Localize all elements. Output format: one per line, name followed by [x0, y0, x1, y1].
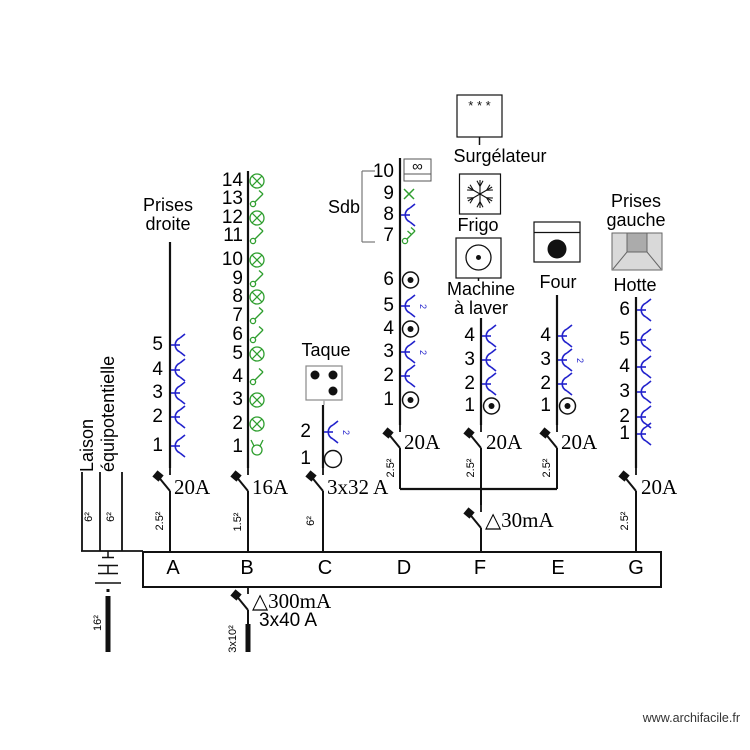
ceiling-light-point-icon	[401, 271, 420, 289]
oven-icon	[533, 221, 581, 263]
washing-machine-icon	[455, 237, 502, 281]
socket-outlet-icon	[637, 355, 652, 379]
socket-outlet-icon	[637, 405, 652, 429]
switch-icon	[249, 368, 264, 386]
svg-text:* * *: * * *	[468, 98, 490, 113]
heater-icon: ∞	[403, 158, 432, 182]
ceiling-light-point-icon	[401, 320, 420, 338]
socket-outlet-icon	[401, 364, 416, 388]
switch-icon	[249, 307, 264, 325]
svg-text:2: 2	[575, 358, 585, 363]
cable-outlet-icon	[323, 449, 343, 469]
lamp-icon	[249, 392, 265, 408]
socket-outlet-icon	[637, 298, 652, 322]
socket-outlet-icon	[171, 434, 186, 458]
ceiling-light-point-icon	[401, 391, 420, 409]
svg-text:2: 2	[418, 304, 428, 309]
breaker-G-icon	[618, 468, 637, 492]
rcd-30ma-icon	[463, 505, 482, 529]
breaker-A-icon	[152, 468, 171, 492]
lamp-icon	[249, 289, 265, 305]
fridge-icon	[458, 173, 502, 215]
socket-outlet-double-icon: 2	[401, 294, 428, 318]
breaker-B-icon	[230, 468, 249, 492]
socket-outlet-icon	[482, 348, 497, 372]
svg-text:2: 2	[341, 430, 351, 435]
socket-outlet-icon	[171, 405, 186, 429]
light-x-icon	[403, 188, 415, 200]
lamp-icon	[249, 416, 265, 432]
bus-bar	[142, 551, 662, 588]
ceiling-light-point-icon	[558, 397, 577, 415]
breaker-E-icon	[539, 425, 558, 449]
cooktop-icon	[305, 365, 343, 405]
socket-outlet-double-icon: 2	[324, 420, 351, 444]
socket-outlet-icon	[401, 203, 416, 227]
switch-icon	[249, 190, 264, 208]
switch-icon	[249, 270, 264, 288]
socket-outlet-icon	[637, 328, 652, 352]
main-breaker-icon	[230, 587, 249, 611]
socket-outlet-icon	[171, 333, 186, 357]
socket-outlet-icon	[171, 358, 186, 382]
lamp-icon	[249, 173, 265, 189]
lamp-icon	[249, 252, 265, 268]
socket-outlet-icon	[482, 324, 497, 348]
breaker-C-icon	[305, 468, 324, 492]
svg-text:2: 2	[418, 350, 428, 355]
socket-outlet-icon	[637, 422, 652, 446]
socket-outlet-icon	[558, 324, 573, 348]
lamp-icon	[249, 346, 265, 362]
wall-light-icon	[250, 439, 264, 456]
breaker-F-icon	[463, 425, 482, 449]
socket-outlet-icon	[482, 372, 497, 396]
svg-text:∞: ∞	[412, 158, 423, 175]
socket-outlet-double-icon: 2	[558, 348, 585, 372]
socket-outlet-icon	[171, 381, 186, 405]
socket-outlet-double-icon: 2	[401, 340, 428, 364]
hood-icon	[611, 232, 663, 271]
switch-two-way-icon	[401, 227, 416, 245]
switch-icon	[249, 326, 264, 344]
ceiling-light-point-icon	[482, 397, 501, 415]
socket-outlet-icon	[558, 372, 573, 396]
earth-electrode-icon	[95, 551, 121, 652]
sdb-group-bracket	[361, 170, 375, 243]
main-supply-wire	[245, 624, 251, 652]
lamp-icon	[249, 210, 265, 226]
socket-outlet-icon	[637, 380, 652, 404]
freezer-icon: * * *	[456, 94, 503, 145]
breaker-D-icon	[382, 425, 401, 449]
switch-icon	[249, 227, 264, 245]
